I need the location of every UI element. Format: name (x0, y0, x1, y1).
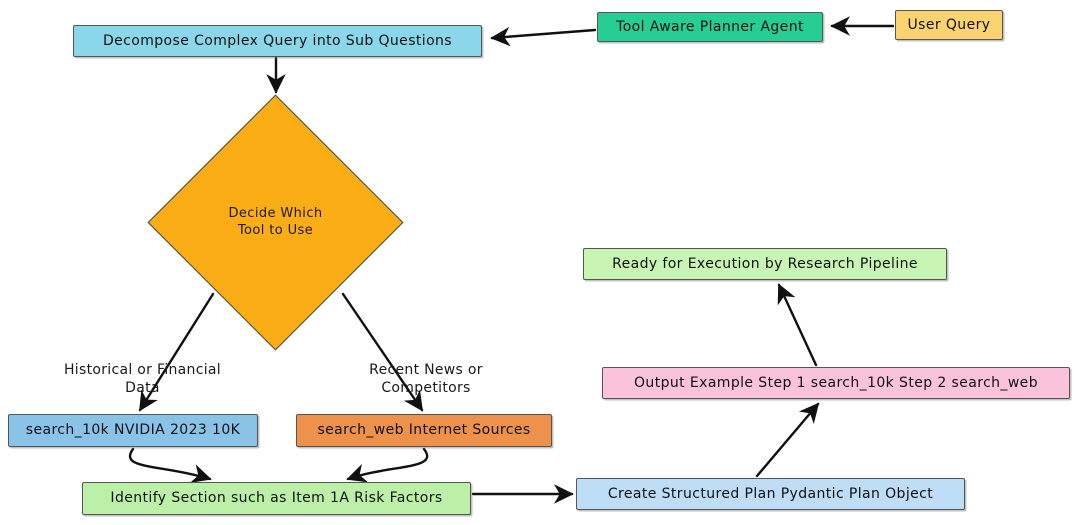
node-label: Ready for Execution by Research Pipeline (612, 255, 918, 272)
node-decide-which-tool[interactable]: Decide Which Tool to Use (147, 94, 404, 351)
node-identify-section[interactable]: Identify Section such as Item 1A Risk Fa… (82, 482, 471, 515)
edge-label-recent-news-or-competitors: Recent News or Competitors (369, 362, 483, 396)
node-search-10k[interactable]: search_10k NVIDIA 2023 10K (8, 414, 258, 447)
node-label: Tool Aware Planner Agent (616, 18, 804, 35)
node-label: Output Example Step 1 search_10k Step 2 … (634, 374, 1038, 391)
node-user-query[interactable]: User Query (895, 10, 1003, 40)
node-label: search_web Internet Sources (317, 422, 531, 439)
edge-searchweb-to-identify (346, 447, 429, 483)
node-label: User Query (907, 16, 991, 33)
edge-planner-to-decompose (490, 26, 597, 47)
node-label: Create Structured Plan Pydantic Plan Obj… (607, 485, 934, 502)
node-create-structured-plan[interactable]: Create Structured Plan Pydantic Plan Obj… (576, 478, 965, 510)
edge-output-to-ready (777, 283, 818, 367)
edge-createplan-to-output (755, 402, 820, 478)
node-label: Decompose Complex Query into Sub Questio… (102, 32, 453, 49)
node-label: search_10k NVIDIA 2023 10K (25, 422, 241, 439)
node-ready-for-execution[interactable]: Ready for Execution by Research Pipeline (583, 248, 947, 280)
edge-search10k-to-identify (129, 447, 212, 483)
node-tool-aware-planner-agent[interactable]: Tool Aware Planner Agent (597, 12, 823, 42)
node-label: Decide Which Tool to Use (228, 206, 323, 238)
node-decompose-complex-query[interactable]: Decompose Complex Query into Sub Questio… (73, 25, 482, 57)
node-output-example[interactable]: Output Example Step 1 search_10k Step 2 … (602, 367, 1070, 399)
edge-label-historical-or-financial-data: Historical or Financial Data (63, 362, 221, 396)
node-search-web[interactable]: search_web Internet Sources (296, 414, 552, 447)
node-label: Identify Section such as Item 1A Risk Fa… (110, 490, 443, 507)
